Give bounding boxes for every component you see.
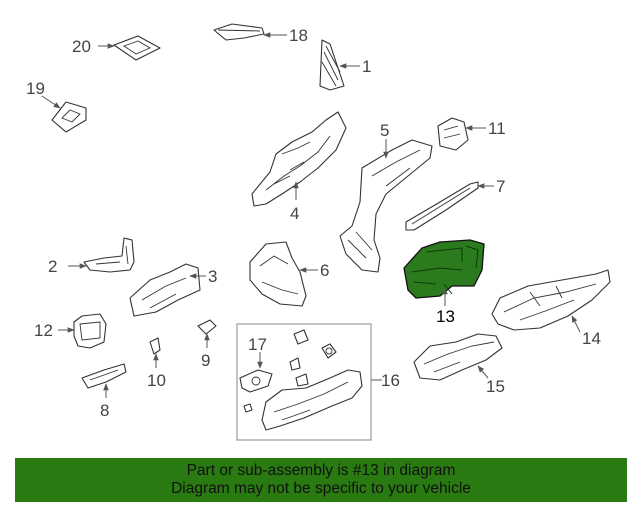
callout-12[interactable]: 12 xyxy=(34,321,75,340)
callout-label: 2 xyxy=(48,257,57,276)
banner-line-2: Diagram may not be specific to your vehi… xyxy=(171,480,471,497)
part-6[interactable] xyxy=(249,241,307,307)
callout-7[interactable]: 7 xyxy=(477,177,505,196)
callout-4[interactable]: 4 xyxy=(290,181,299,223)
part-5[interactable] xyxy=(339,139,433,273)
exploded-parts-diagram: 18 20 19 1 4 5 xyxy=(26,23,611,441)
callout-label: 18 xyxy=(289,26,308,45)
callout-1[interactable]: 1 xyxy=(339,57,371,76)
part-19[interactable] xyxy=(51,101,87,133)
part-16-group[interactable] xyxy=(236,323,372,441)
banner-line-1: Part or sub-assembly is #13 in diagram xyxy=(186,462,456,479)
part-12[interactable] xyxy=(73,313,107,349)
callout-label: 8 xyxy=(100,401,109,420)
callout-label: 1 xyxy=(362,57,371,76)
part-9[interactable] xyxy=(197,319,217,335)
callout-15[interactable]: 15 xyxy=(477,365,505,396)
callout-9[interactable]: 9 xyxy=(201,333,210,370)
callout-label: 12 xyxy=(34,321,53,340)
callout-label: 15 xyxy=(486,377,505,396)
callout-label: 9 xyxy=(201,351,210,370)
callout-label: 16 xyxy=(381,371,400,390)
callout-label: 20 xyxy=(72,37,91,56)
callout-label: 4 xyxy=(290,204,299,223)
part-3[interactable] xyxy=(129,263,201,317)
part-10[interactable] xyxy=(149,337,161,355)
callout-label: 7 xyxy=(496,177,505,196)
callout-label: 17 xyxy=(248,335,267,354)
callout-17[interactable]: 17 xyxy=(248,335,267,369)
callout-label: 3 xyxy=(208,267,217,286)
callout-label: 6 xyxy=(320,261,329,280)
part-2[interactable] xyxy=(83,237,135,273)
callout-11[interactable]: 11 xyxy=(465,119,506,138)
part-14[interactable] xyxy=(491,269,611,331)
callout-5[interactable]: 5 xyxy=(380,121,389,159)
info-banner: Part or sub-assembly is #13 in diagram D… xyxy=(15,458,627,502)
part-20[interactable] xyxy=(113,35,161,61)
part-1[interactable] xyxy=(319,39,345,91)
part-15[interactable] xyxy=(413,333,503,381)
callout-6[interactable]: 6 xyxy=(299,261,329,280)
part-11[interactable] xyxy=(437,117,469,151)
part-4[interactable] xyxy=(251,111,347,207)
callout-label: 5 xyxy=(380,121,389,140)
callout-label: 19 xyxy=(26,79,45,98)
callout-10[interactable]: 10 xyxy=(147,353,166,390)
part-13-highlighted[interactable] xyxy=(403,239,485,299)
callout-18[interactable]: 18 xyxy=(263,26,308,45)
callout-3[interactable]: 3 xyxy=(189,267,217,286)
callout-label: 11 xyxy=(488,119,506,138)
callout-label-highlighted: 13 xyxy=(436,307,455,326)
callout-13[interactable]: 13 xyxy=(436,287,455,326)
part-17[interactable] xyxy=(239,369,273,393)
part-7[interactable] xyxy=(405,181,479,231)
part-18[interactable] xyxy=(213,23,265,41)
callout-14[interactable]: 14 xyxy=(571,315,601,348)
part-8[interactable] xyxy=(81,363,127,389)
group-box xyxy=(236,323,372,441)
callout-20[interactable]: 20 xyxy=(72,37,115,56)
callout-8[interactable]: 8 xyxy=(100,383,109,420)
callout-2[interactable]: 2 xyxy=(48,257,87,276)
callout-label: 10 xyxy=(147,371,166,390)
callout-label: 14 xyxy=(582,329,601,348)
callout-16[interactable]: 16 xyxy=(371,371,400,390)
callout-19[interactable]: 19 xyxy=(26,79,61,109)
